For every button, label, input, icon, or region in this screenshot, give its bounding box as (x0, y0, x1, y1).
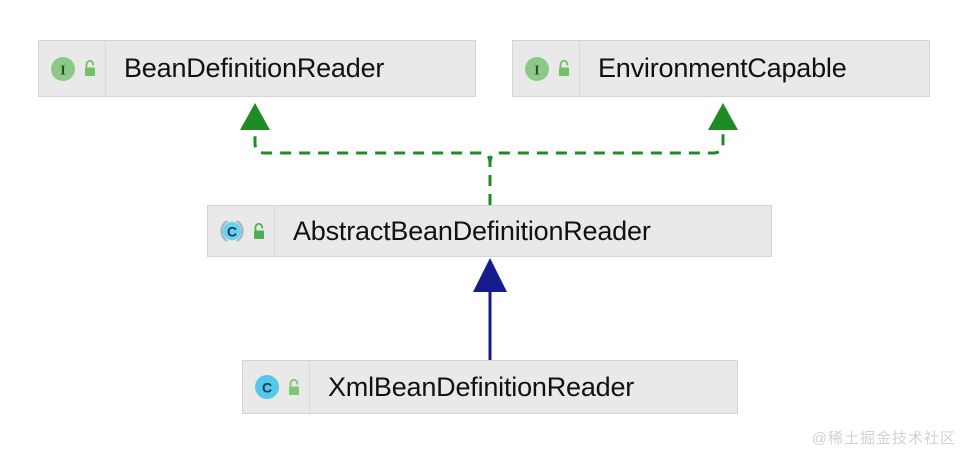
class-node-bean-definition-reader[interactable]: I BeanDefinitionReader (38, 40, 476, 97)
node-icon-gutter: C (208, 206, 275, 256)
class-name-label: AbstractBeanDefinitionReader (293, 215, 651, 246)
svg-text:C: C (262, 380, 272, 396)
class-icon: C (254, 374, 280, 400)
interface-icon: I (50, 56, 76, 82)
class-node-xml-bean-definition-reader[interactable]: C XmlBeanDefinitionReader (242, 360, 738, 414)
edge-implements-environment-capable (488, 103, 738, 205)
node-icon-gutter: C (243, 361, 310, 413)
interface-icon: I (524, 56, 550, 82)
edge-extends-abstract-bean-definition-reader (473, 258, 507, 360)
svg-text:I: I (60, 63, 65, 78)
unlocked-padlock-icon (250, 222, 267, 241)
unlocked-padlock-icon (555, 59, 572, 78)
class-name-label: EnvironmentCapable (598, 53, 847, 83)
unlocked-padlock-icon (285, 378, 302, 397)
class-node-environment-capable[interactable]: I EnvironmentCapable (512, 40, 930, 97)
abstract-class-icon: C (219, 218, 245, 244)
watermark-text: @稀土掘金技术社区 (811, 430, 956, 447)
class-name-label: BeanDefinitionReader (124, 53, 385, 83)
class-name-label: XmlBeanDefinitionReader (328, 371, 635, 402)
node-icon-gutter: I (513, 41, 580, 96)
svg-text:I: I (534, 63, 539, 78)
class-node-abstract-bean-definition-reader[interactable]: C AbstractBeanDefinitionReader (207, 205, 772, 257)
node-icon-gutter: I (39, 41, 106, 96)
edge-implements-bean-definition-reader (240, 103, 492, 205)
svg-text:C: C (227, 224, 237, 240)
unlocked-padlock-icon (81, 59, 98, 78)
